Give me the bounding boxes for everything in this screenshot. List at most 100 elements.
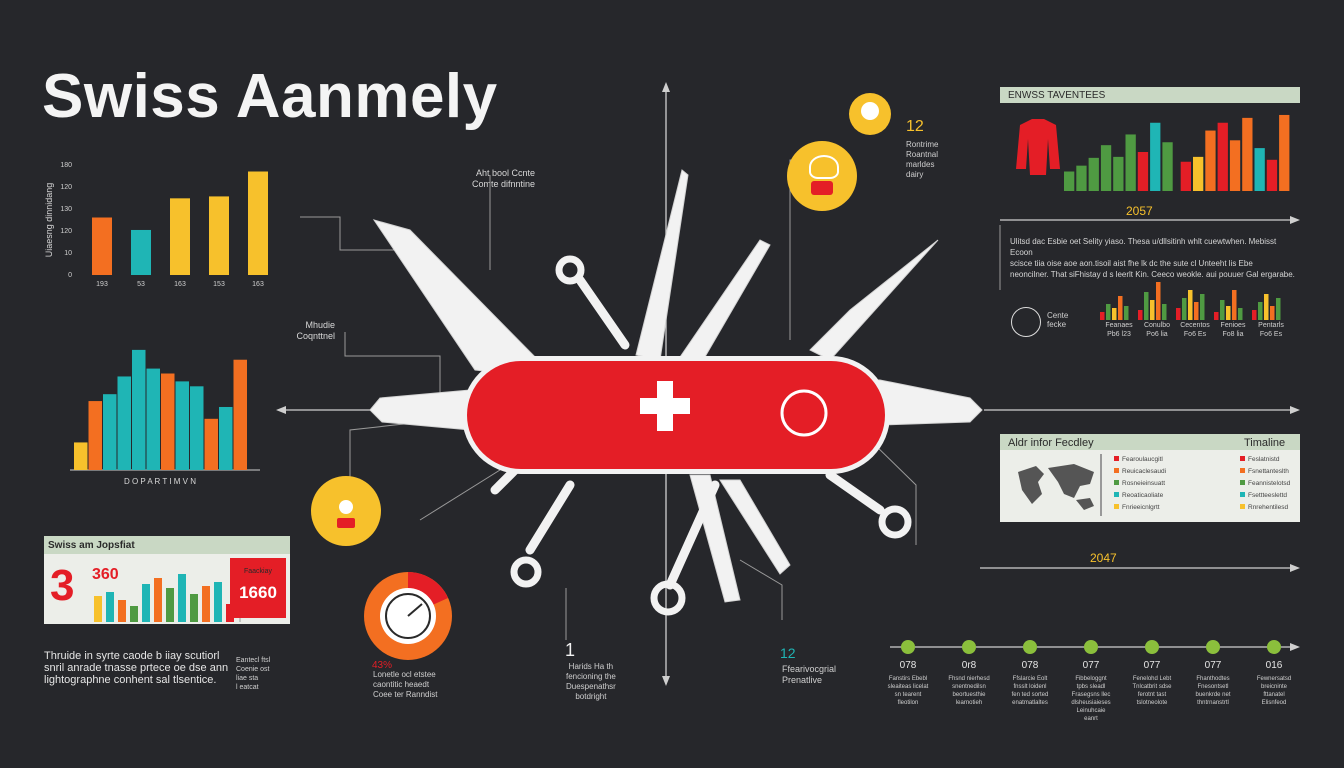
legend-swatch — [1240, 480, 1245, 485]
timeline-year: 077 — [1143, 660, 1161, 671]
center-number: 1 — [565, 640, 576, 660]
bar — [1229, 140, 1241, 191]
bar-chart-2: D O P A R T I M V N — [70, 349, 260, 486]
x-tick-label: 163 — [252, 281, 264, 288]
mini-bar — [1162, 304, 1167, 320]
timeline-year: 077 — [1204, 660, 1222, 671]
stamp-icon — [811, 181, 833, 195]
center-text: Harids Ha th fencioning the Duespenathsr… — [566, 662, 616, 701]
timeline-dot — [1145, 640, 1159, 654]
mini-bar — [1232, 290, 1237, 320]
bar — [103, 394, 117, 470]
mini-bar — [1220, 300, 1225, 320]
right-block-number: 12 — [780, 645, 796, 661]
bar — [219, 406, 233, 470]
info-list-item: Reuicaclesaudi — [1114, 466, 1224, 478]
info-list-item: Fnrieeicnlgrtt — [1114, 502, 1224, 514]
timeline-year: 0r8 — [961, 660, 977, 671]
timeline-text: Fanstirs Ebebl sleaiteas licelat sn tear… — [887, 676, 929, 706]
x-tick-label: 153 — [213, 281, 225, 288]
bar — [146, 368, 160, 470]
mini-bar — [1118, 296, 1123, 320]
timeline-dot — [962, 640, 976, 654]
bar-chart-3 — [1016, 114, 1290, 191]
mini-bar — [1188, 290, 1193, 320]
mini-bar — [1252, 310, 1257, 320]
world-map-icon — [1018, 464, 1094, 510]
timeline-text: Fenelohd Lebt Tnlcatbrit sdse ferotnt ta… — [1132, 676, 1172, 706]
face-icon — [1011, 307, 1041, 337]
y-tick-label: 130 — [60, 206, 72, 213]
info-list-item: Feannistelotsd — [1240, 478, 1298, 490]
timeline-year: 078 — [1021, 660, 1039, 671]
timeline-dot — [1206, 640, 1220, 654]
legend-swatch — [1240, 504, 1245, 509]
mid-note: Aht bool Ccnte Comte difnntine — [471, 168, 535, 189]
info-list-text: Reoaticaoliate — [1122, 492, 1164, 499]
x-tick-label: 163 — [174, 281, 186, 288]
bar — [1064, 171, 1075, 191]
legend-swatch — [1114, 468, 1119, 473]
timeline-text: Fibbeloggnt tpbs sleadl Frasegsns llec d… — [1071, 676, 1111, 722]
mini-row-item-label: Conulbo Po6 lia — [1143, 322, 1171, 338]
timeline-track — [890, 640, 1300, 654]
journal-panel: Swiss am Jopsfiat 3 360 Faackiay 1660 — [44, 536, 290, 624]
y-tick-label: 180 — [60, 162, 72, 169]
bar — [1113, 156, 1124, 191]
info-panel-timeline: Timaline — [1244, 437, 1286, 449]
bar — [1193, 156, 1204, 191]
journal-mini-bars — [94, 568, 241, 622]
bar — [1279, 114, 1290, 191]
mini-row-item-label: Cecentos Fo6 Es — [1180, 322, 1210, 338]
bar — [161, 373, 175, 470]
info-list-text: Rnrehentilesd — [1248, 504, 1289, 511]
journal-number-1: 360 — [92, 566, 119, 583]
timeline-arrow — [1290, 643, 1300, 651]
bar — [1100, 145, 1112, 191]
info-list-text: Fsnettanteslth — [1248, 468, 1289, 475]
bar — [74, 442, 88, 470]
bar — [132, 349, 146, 470]
mini-row-item-label: Feanaes Pb6 l23 — [1105, 322, 1133, 338]
mini-bar — [1106, 304, 1111, 320]
mini-row-item-label: Fenioes Fo8 lia — [1220, 322, 1246, 338]
timeline-year: 078 — [899, 660, 917, 671]
mini-row-item-label: Pentarls Fo6 Es — [1258, 322, 1284, 338]
timeline-text: Fhsnd nierhesd snentnedilsn beortuesthie… — [948, 676, 990, 706]
y-tick-label: 120 — [60, 228, 72, 235]
bar — [1076, 165, 1087, 191]
mini-bar — [1156, 282, 1161, 320]
bar — [209, 196, 229, 275]
bar — [92, 217, 112, 275]
bar — [1242, 117, 1253, 191]
mini-bar — [1276, 298, 1281, 320]
side-note: Mhudie Coqnttnel — [296, 320, 335, 341]
x-tick-label: 193 — [96, 281, 108, 288]
bar — [1266, 159, 1278, 191]
taventees-header: ENWSS TAVENTEES — [1000, 87, 1300, 103]
right-arrows — [980, 216, 1300, 572]
page-title: Swiss Aanmely — [42, 62, 498, 131]
mini-bar — [1200, 294, 1205, 320]
x-tick-label: 53 — [137, 281, 145, 288]
right-block-text: Ffearivocgrial Prenatlive — [782, 664, 837, 685]
top-badge-number: 12 — [906, 118, 924, 135]
timeline-dot — [901, 640, 915, 654]
knob-icon — [339, 500, 353, 514]
timeline-text: Fhanthodtes Fnesontsetl buenkrde net thn… — [1195, 676, 1231, 706]
mini-row-labels: Feanaes Pb6 l23 Conulbo Po6 lia Cecentos F… — [1100, 321, 1298, 341]
info-list-item: Reoaticaoliate — [1114, 490, 1224, 502]
info-list-item: Rosneieinsuatt — [1114, 478, 1224, 490]
bar — [190, 386, 204, 470]
journal-number-2: 1660 — [239, 583, 277, 602]
mini-bar — [1112, 308, 1117, 320]
mini-bar — [1150, 300, 1155, 320]
bottom-left-text: Thruide in syrte caode b iiay scutiorl s… — [44, 650, 229, 686]
journal-stamp: Faackiay — [243, 568, 272, 575]
bar — [88, 401, 102, 470]
ballon-icon — [809, 155, 839, 179]
info-list-item: Feslatnistd — [1240, 454, 1298, 466]
bar — [1162, 142, 1173, 191]
